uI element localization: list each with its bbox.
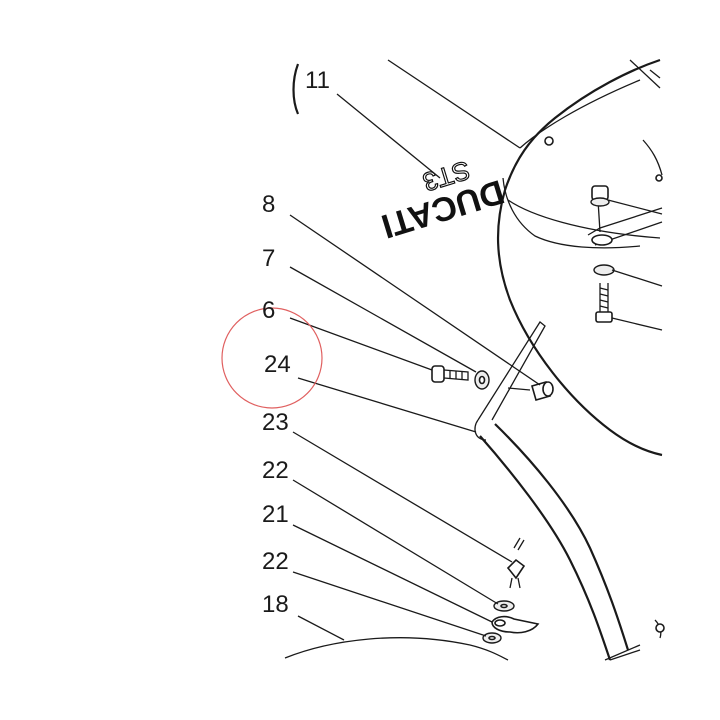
callout-24: 24 [264,351,291,378]
fairing-panel [496,58,663,457]
leader-lines [289,59,541,641]
callout-6: 6 [262,297,275,324]
bracket-mark [292,63,300,115]
part-21-tab [491,615,540,634]
callout-18: 18 [262,591,289,618]
callout-11: 11 [305,67,330,94]
part-18-curve [284,637,509,661]
ducati-st3-decal: DUCATI ST3 [377,154,509,245]
callout-22-upper: 22 [262,457,289,484]
part-7-washer [474,370,490,390]
callout-22-lower: 22 [262,548,289,575]
part-22-washer-a [493,600,515,612]
callout-8: 8 [262,191,275,218]
part-23-clip [506,537,526,589]
callout-23: 23 [262,409,289,436]
part-22-washer-b [482,632,502,644]
callout-21: 21 [262,501,289,528]
callout-7: 7 [262,245,275,272]
bracket-hardware [587,185,663,331]
highlight-circle [221,307,323,409]
lower-trim-strip [474,321,665,661]
part-8-spacer [507,381,554,401]
part-6-bolt [431,365,469,383]
